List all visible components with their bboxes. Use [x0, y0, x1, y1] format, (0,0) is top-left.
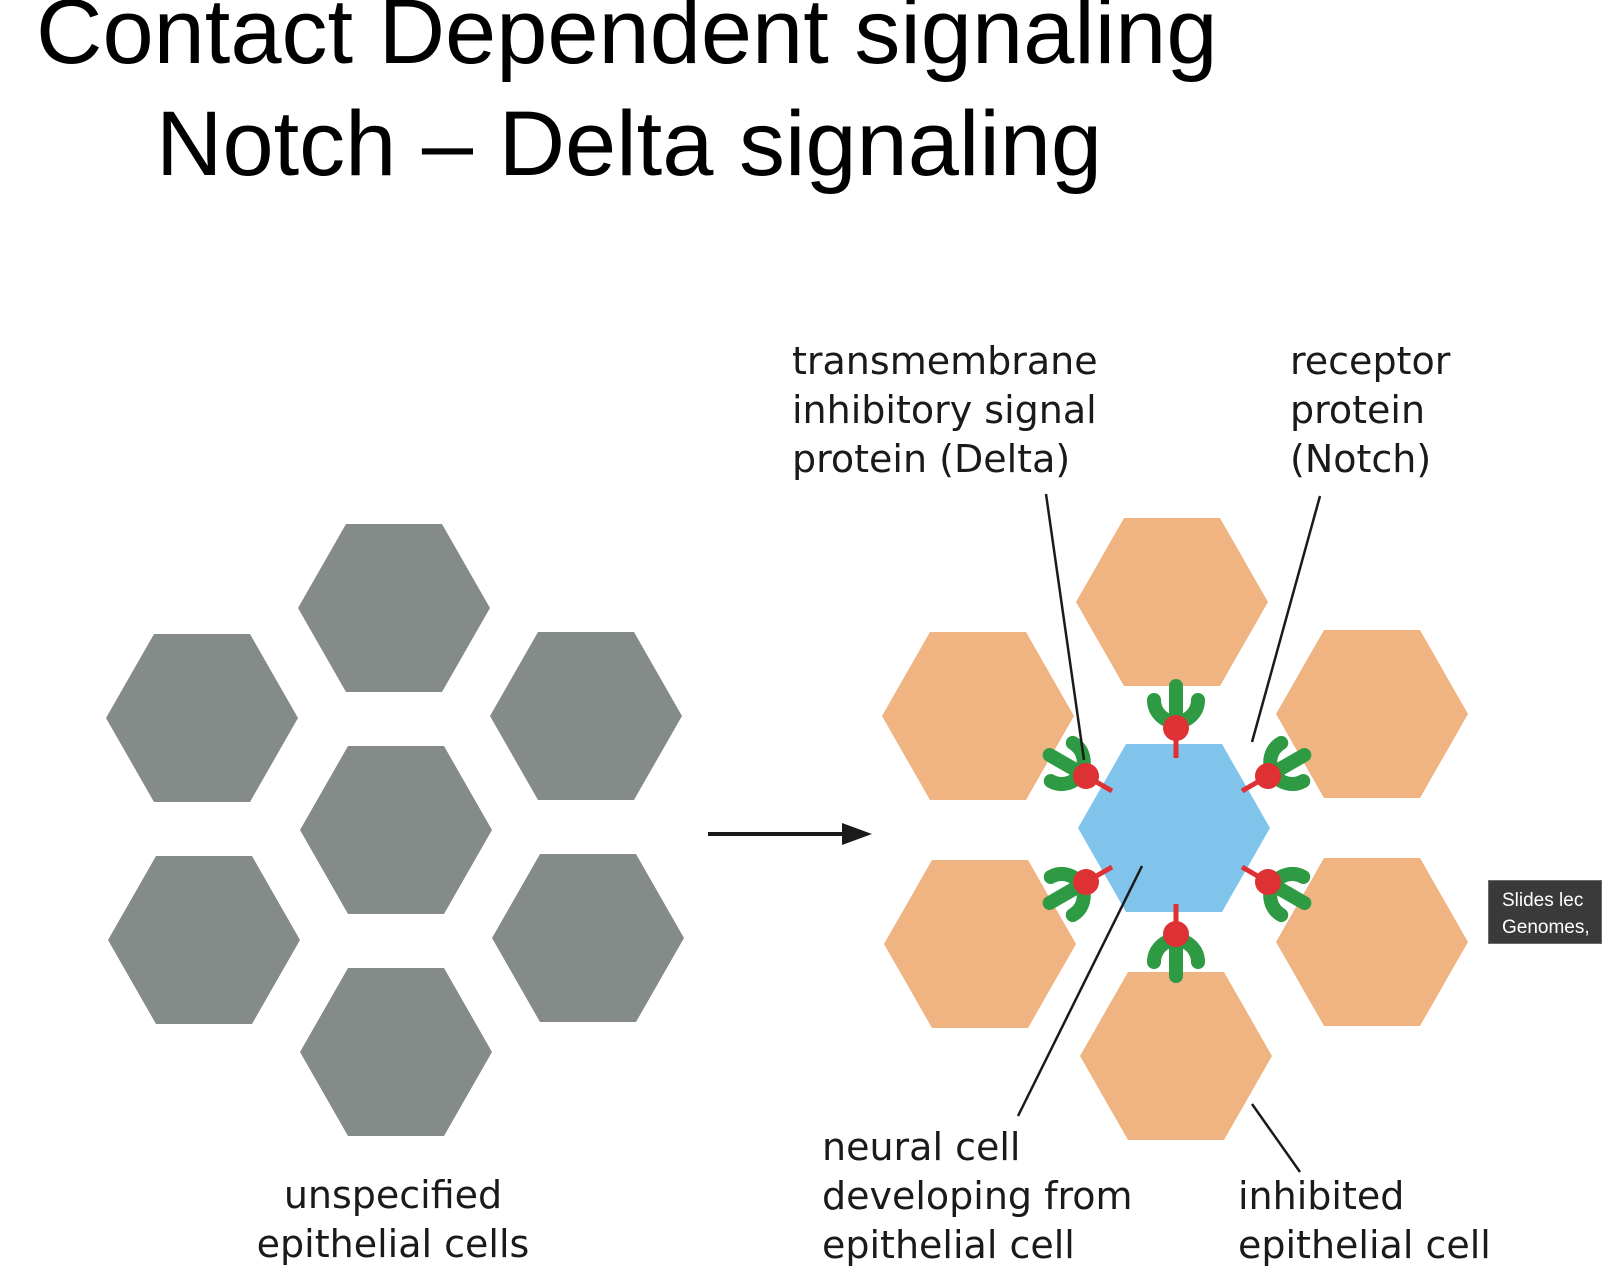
inhibited-label-line-2: epithelial cell	[1238, 1223, 1491, 1267]
leader-lines	[1016, 493, 1322, 1173]
unspecified-cell	[108, 856, 300, 1024]
slide-title-line-1: Contact Dependent signaling	[36, 0, 1218, 83]
notch-label-line-1: receptor	[1290, 339, 1451, 383]
notch-leader-line	[1250, 495, 1322, 743]
unspecified-cell	[300, 968, 492, 1136]
inhibited-cell	[1080, 972, 1272, 1140]
neural-cell	[1078, 744, 1270, 912]
neural-leader-line	[1016, 865, 1144, 1117]
delta-label-line-1: transmembrane	[792, 339, 1098, 383]
inhibited-cell	[884, 860, 1076, 1028]
neural-label-line-1: neural cell	[822, 1125, 1020, 1169]
notch-delta-pair-lower-left	[1042, 864, 1114, 923]
tooltip-line-2: Genomes,	[1502, 917, 1590, 938]
neural-label-line-3: epithelial cell	[822, 1223, 1075, 1267]
slide-source-tooltip: Slides lec Genomes,	[1488, 880, 1602, 944]
unspecified-cells-cluster	[106, 524, 684, 1136]
delta-label-line-2: inhibitory signal	[792, 388, 1097, 432]
unspecified-cells-label-line-1: unspecified	[284, 1173, 502, 1217]
tooltip-line-1: Slides lec	[1502, 890, 1584, 911]
notch-delta-pair-upper-right	[1240, 735, 1312, 794]
slide-title-line-2: Notch – Delta signaling	[156, 93, 1103, 195]
lateral-inhibition-cluster	[882, 518, 1468, 1140]
inhibited-cell	[1276, 858, 1468, 1026]
inhibited-leader-line	[1250, 1103, 1302, 1173]
unspecified-cell	[490, 632, 682, 800]
notch-delta-pair-bottom	[1147, 904, 1205, 983]
delta-label-line-3: protein (Delta)	[792, 437, 1070, 481]
notch-delta-pairs	[1042, 679, 1312, 983]
unspecified-cell	[300, 746, 492, 914]
inhibited-cell	[882, 632, 1074, 800]
neural-label-line-2: developing from	[822, 1174, 1133, 1218]
notch-delta-pair-lower-right	[1240, 864, 1312, 923]
unspecified-cell	[298, 524, 490, 692]
unspecified-cell	[492, 854, 684, 1022]
inhibited-cell	[1276, 630, 1468, 798]
inhibited-cell	[1076, 518, 1268, 686]
notch-delta-pair-top	[1147, 679, 1205, 758]
unspecified-cells-label-line-2: epithelial cells	[257, 1222, 530, 1266]
notch-label-line-3: (Notch)	[1290, 437, 1431, 481]
notch-delta-pair-upper-left	[1042, 735, 1114, 794]
inhibited-label-line-1: inhibited	[1238, 1174, 1404, 1218]
unspecified-cell	[106, 634, 298, 802]
arrow-icon	[708, 823, 872, 845]
delta-leader-line	[1044, 493, 1086, 761]
notch-label-line-2: protein	[1290, 388, 1425, 432]
